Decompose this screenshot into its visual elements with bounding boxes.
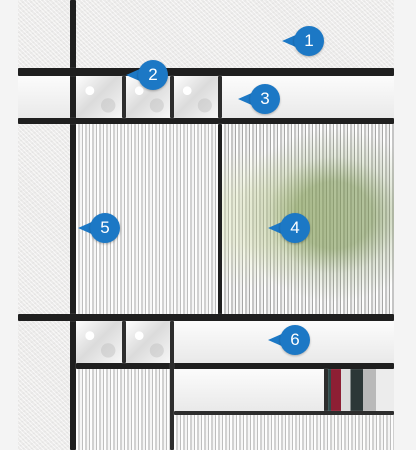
- marker-label: 4: [280, 213, 310, 243]
- marker-label: 2: [138, 60, 168, 90]
- marker-label: 6: [280, 325, 310, 355]
- top-left-frosted-strip: [18, 76, 70, 118]
- marker-label: 3: [250, 84, 280, 114]
- small-bevel-square-1: [76, 76, 122, 118]
- small-bevel-square-3: [174, 76, 218, 118]
- bottom-right-colored-glass: [324, 369, 394, 411]
- marker-1[interactable]: 1: [282, 26, 326, 56]
- bottom-frosted-strip: [174, 369, 324, 411]
- marker-6[interactable]: 6: [268, 325, 312, 355]
- bottom-right-divider: [324, 369, 328, 411]
- marker-2[interactable]: 2: [126, 60, 170, 90]
- lower-square-divider-1: [122, 321, 126, 363]
- center-vertical-lead-came: [218, 124, 222, 321]
- left-border-textured-glass: [18, 124, 70, 450]
- bottom-band-horizontal-lead: [174, 411, 394, 415]
- bottom-ribbed-glass-right: [174, 415, 394, 450]
- bottom-ribbed-glass-left: [76, 369, 170, 450]
- lower-square-divider-2: [170, 321, 174, 450]
- upper-right-textured-glass: [76, 0, 394, 68]
- upper-left-textured-glass: [18, 0, 70, 68]
- marker-5[interactable]: 5: [78, 213, 122, 243]
- marker-3[interactable]: 3: [238, 84, 282, 114]
- marker-4[interactable]: 4: [268, 213, 312, 243]
- small-square-divider-3: [218, 76, 222, 118]
- marker-label: 5: [90, 213, 120, 243]
- small-square-divider-2: [170, 76, 174, 118]
- top-horizontal-lead-came: [18, 68, 394, 76]
- lower-bevel-square-2: [126, 321, 170, 363]
- glass-panel: [18, 0, 394, 450]
- lower-horizontal-lead-came: [18, 314, 394, 321]
- bottom-horizontal-lead-came: [76, 363, 394, 369]
- upper-horizontal-lead-came: [18, 118, 394, 124]
- lower-bevel-square-1: [76, 321, 122, 363]
- marker-label: 1: [294, 26, 324, 56]
